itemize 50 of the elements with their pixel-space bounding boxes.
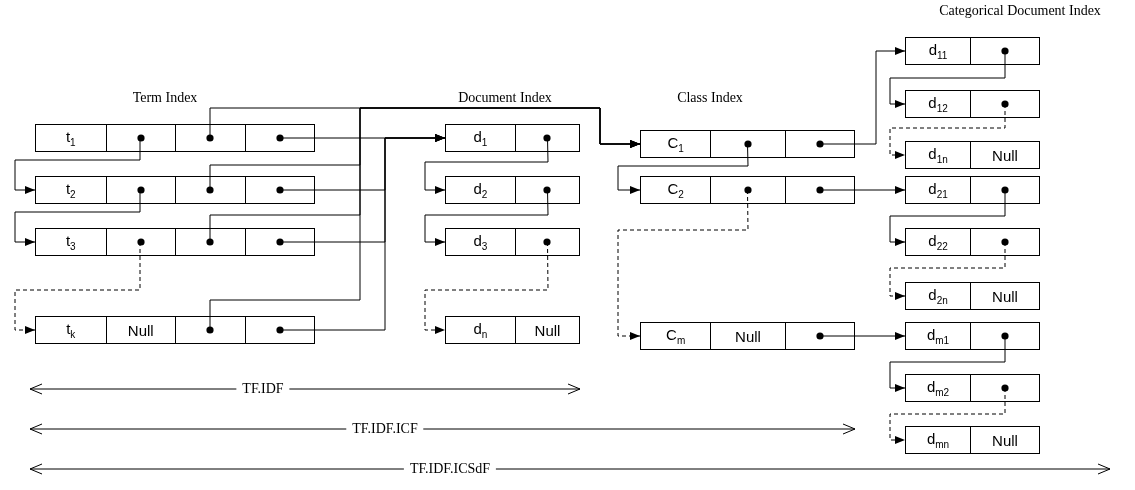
record-box xyxy=(640,322,855,350)
column-heading: Class Index xyxy=(677,90,743,106)
node-label: d$_{11}$ xyxy=(928,41,948,61)
record-box xyxy=(905,374,1040,402)
record-box xyxy=(905,282,1040,310)
record-box xyxy=(35,176,315,204)
node-label: d$_{2n}$ xyxy=(928,286,948,306)
node-label: d$_{m2}$ xyxy=(926,378,950,398)
record-box xyxy=(905,426,1040,454)
record-box xyxy=(445,228,580,256)
node-label: t$_{k}$ xyxy=(66,320,76,340)
null-label: Null xyxy=(992,288,1018,304)
record-box xyxy=(905,141,1040,169)
node-label: C$_{m}$ xyxy=(666,326,686,346)
node-label: t$_{1}$ xyxy=(65,128,76,148)
record-box xyxy=(35,316,315,344)
record-box xyxy=(445,124,580,152)
record-box xyxy=(905,322,1040,350)
node-label: d$_{2}$ xyxy=(473,180,488,200)
record-box xyxy=(905,228,1040,256)
record-box xyxy=(445,176,580,204)
record-box xyxy=(640,176,855,204)
node-label: d$_{mn}$ xyxy=(926,430,950,450)
column-heading: Term Index xyxy=(132,90,198,106)
node-label: t$_{2}$ xyxy=(65,180,76,200)
column-heading: Categorical Document Index xyxy=(939,3,1101,19)
column-heading: Document Index xyxy=(458,90,552,106)
node-label: d$_{3}$ xyxy=(473,232,488,252)
node-label: d$_{1}$ xyxy=(473,128,488,148)
record-box xyxy=(35,124,315,152)
node-label: d$_{12}$ xyxy=(928,94,948,114)
record-box xyxy=(905,176,1040,204)
node-label: d$_{n}$ xyxy=(473,320,488,340)
null-label: Null xyxy=(127,322,154,338)
node-label: d$_{22}$ xyxy=(928,232,948,252)
node-label: C$_{1}$ xyxy=(667,134,684,154)
record-box xyxy=(905,90,1040,118)
node-label: d$_{m1}$ xyxy=(926,326,950,346)
node-label: d$_{1n}$ xyxy=(928,145,948,165)
record-box xyxy=(640,130,855,158)
null-label: Null xyxy=(992,432,1018,448)
record-box xyxy=(35,228,315,256)
null-label: Null xyxy=(534,322,561,338)
node-label: t$_{3}$ xyxy=(65,232,76,252)
null-label: Null xyxy=(992,147,1018,163)
node-label: d$_{21}$ xyxy=(928,180,948,200)
null-label: Null xyxy=(735,328,761,344)
record-box xyxy=(905,37,1040,65)
node-label: C$_{2}$ xyxy=(667,180,684,200)
record-box xyxy=(445,316,580,344)
